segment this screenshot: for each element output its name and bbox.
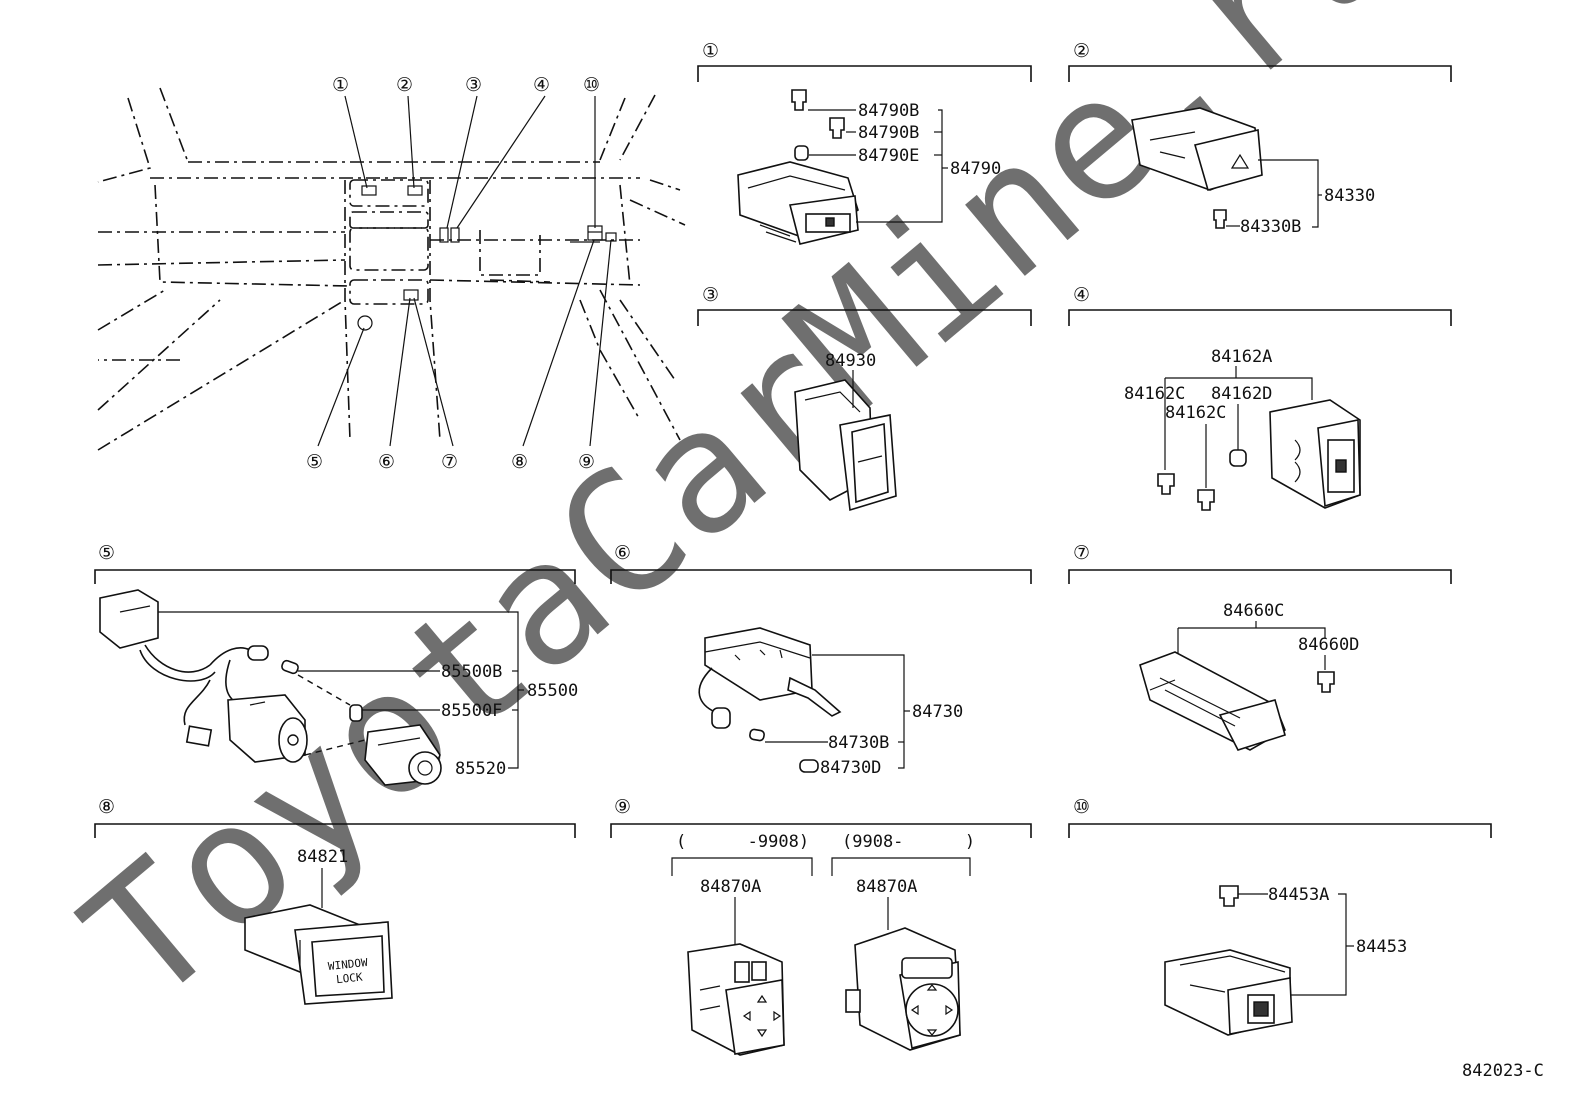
bulb-84660d-icon bbox=[1317, 671, 1335, 693]
overview-marker-8: ⑧ bbox=[511, 451, 528, 473]
part-84162a: 84162A bbox=[1211, 347, 1272, 367]
panel-5: ⑤ bbox=[94, 542, 578, 786]
overview-markers: ① ② ③ ④ ⑩ ⑤ ⑥ ⑦ ⑧ ⑨ bbox=[306, 74, 612, 473]
switch-84453-icon bbox=[1164, 949, 1293, 1036]
switch-84162-icon bbox=[1269, 399, 1361, 509]
overview-marker-3: ③ bbox=[465, 74, 482, 96]
switch-84730-icon bbox=[698, 627, 842, 773]
mirror-switch-left-icon bbox=[687, 943, 785, 1056]
window-lock-label-1: WINDOW bbox=[327, 956, 368, 973]
part-84930: 84930 bbox=[825, 351, 876, 371]
part-84790b-b: 84790B bbox=[858, 123, 919, 143]
bulb-84790b-a-icon bbox=[791, 89, 807, 111]
panel-7: ⑦ 84660C 84660D bbox=[1068, 542, 1452, 751]
panel-10-marker: ⑩ bbox=[1073, 796, 1090, 818]
part-84730: 84730 bbox=[912, 702, 963, 722]
overview-marker-1: ① bbox=[332, 74, 349, 96]
bulb-84162d-icon bbox=[1229, 449, 1247, 467]
bulb-84453a-icon bbox=[1219, 885, 1239, 907]
overview-marker-6: ⑥ bbox=[378, 451, 395, 473]
range-left: ( -9908) bbox=[676, 832, 809, 852]
panel-9-marker: ⑨ bbox=[614, 796, 631, 818]
panel-7-marker: ⑦ bbox=[1073, 542, 1090, 564]
rocker-switch-84930-icon bbox=[794, 379, 897, 512]
panel-8: ⑧ 84821 WINDOW LOCK bbox=[94, 796, 576, 1005]
panel-10: ⑩ 84453A 84453 bbox=[1068, 796, 1492, 1036]
part-84730b: 84730B bbox=[828, 733, 889, 753]
overview-marker-10: ⑩ bbox=[583, 74, 600, 96]
bulb-84790e-icon bbox=[794, 145, 809, 161]
part-84790e: 84790E bbox=[858, 146, 919, 166]
panel-8-marker: ⑧ bbox=[98, 796, 115, 818]
part-84453: 84453 bbox=[1356, 937, 1407, 957]
panel-6: ⑥ 84730 84730B 84730D bbox=[610, 542, 1032, 778]
drawing-number: 842023-C bbox=[1462, 1061, 1544, 1081]
part-84330b: 84330B bbox=[1240, 217, 1301, 237]
panel-2: ② 84330 84330B bbox=[1068, 40, 1452, 237]
bulb-84162c-a-icon bbox=[1157, 473, 1175, 495]
bulb-84790b-b-icon bbox=[829, 117, 845, 139]
panel-2-marker: ② bbox=[1073, 40, 1090, 62]
panel-3: ③ 84930 bbox=[697, 284, 1032, 512]
switch-84790-icon bbox=[737, 161, 859, 245]
part-84162c-a: 84162C bbox=[1124, 384, 1185, 404]
dashboard-overview bbox=[97, 87, 686, 451]
part-84790: 84790 bbox=[950, 159, 1001, 179]
mirror-switch-right-icon bbox=[845, 927, 961, 1051]
part-84162d: 84162D bbox=[1211, 384, 1272, 404]
bulb-84162c-b-icon bbox=[1197, 489, 1215, 511]
panel-5-marker: ⑤ bbox=[98, 542, 115, 564]
part-84730d: 84730D bbox=[820, 758, 881, 778]
window-lock-label-2: LOCK bbox=[335, 970, 363, 986]
part-85520: 85520 bbox=[455, 759, 506, 779]
panel-3-marker: ③ bbox=[702, 284, 719, 306]
part-84870a-right: 84870A bbox=[856, 877, 917, 897]
part-84330: 84330 bbox=[1324, 186, 1375, 206]
bulb-84330b-icon bbox=[1213, 209, 1227, 229]
panel-6-marker: ⑥ bbox=[614, 542, 631, 564]
overview-marker-5: ⑤ bbox=[306, 451, 323, 473]
part-85500f: 85500F bbox=[441, 701, 502, 721]
overview-marker-2: ② bbox=[396, 74, 413, 96]
panel-9: ⑨ ( -9908) (9908- ) 84870A 84870A bbox=[610, 796, 1032, 1056]
overview-marker-9: ⑨ bbox=[578, 451, 595, 473]
panel-1: ① 84790B 84790B 84790E bbox=[697, 40, 1032, 245]
part-84660d: 84660D bbox=[1298, 635, 1359, 655]
hazard-switch-icon bbox=[1131, 107, 1263, 191]
part-85500b: 85500B bbox=[441, 662, 502, 682]
overview-marker-4: ④ bbox=[533, 74, 550, 96]
panel-4-marker: ④ bbox=[1073, 284, 1090, 306]
window-lock-switch-icon: WINDOW LOCK bbox=[244, 904, 393, 1005]
part-84162c-b: 84162C bbox=[1165, 403, 1226, 423]
part-84660c: 84660C bbox=[1223, 601, 1284, 621]
part-84870a-left: 84870A bbox=[700, 877, 761, 897]
part-84453a: 84453A bbox=[1268, 885, 1329, 905]
part-84790b-a: 84790B bbox=[858, 101, 919, 121]
panel-1-marker: ① bbox=[702, 40, 719, 62]
range-right: (9908- ) bbox=[842, 832, 975, 852]
overview-marker-7: ⑦ bbox=[441, 451, 458, 473]
part-85500: 85500 bbox=[527, 681, 578, 701]
cigarette-lighter-assembly-icon bbox=[99, 589, 442, 786]
part-84821: 84821 bbox=[297, 847, 348, 867]
switch-84660-icon bbox=[1139, 651, 1287, 751]
panel-4: ④ 84162A 84162C 84162D 84162C bbox=[1068, 284, 1452, 511]
